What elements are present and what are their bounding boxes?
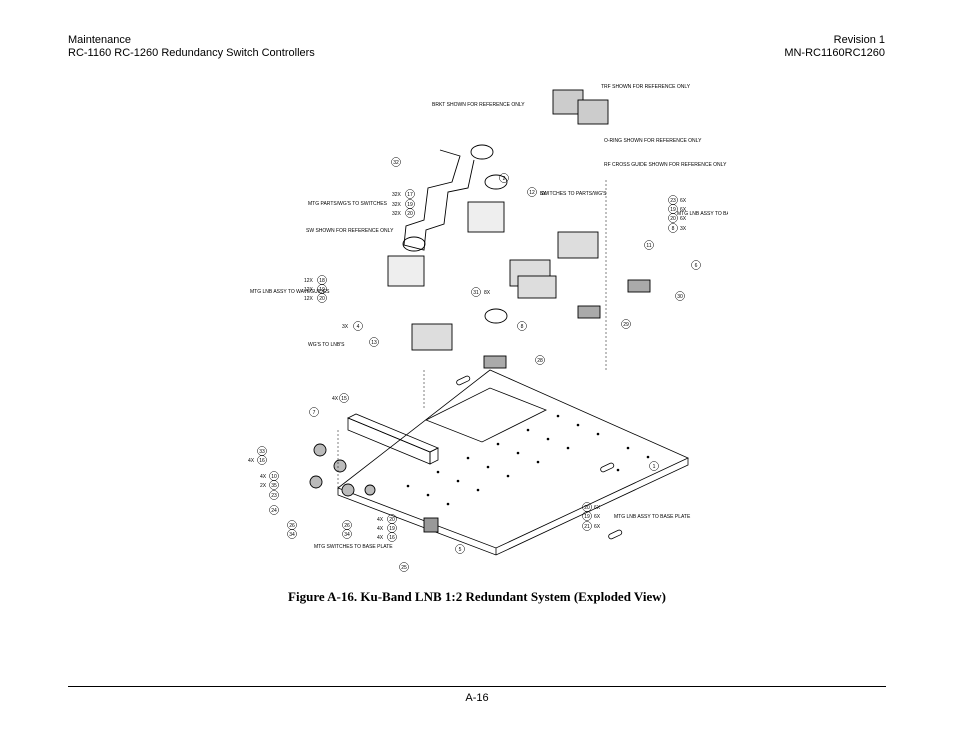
mtg-lnb-base-note-top: MTG LNB ASSY TO BASE PLATE xyxy=(677,211,728,217)
qty-6x-a: 6X xyxy=(680,198,687,204)
trf-note: TRF SHOWN FOR REFERENCE ONLY xyxy=(601,84,691,90)
qty-6x-c: 6X xyxy=(680,216,687,222)
qty-6x-f: 6X xyxy=(594,524,601,530)
callout-8b: 8 xyxy=(521,324,524,330)
qty-6x-d: 6X xyxy=(594,505,601,511)
callout-4: 4 xyxy=(357,324,360,330)
callout-32: 32 xyxy=(393,160,399,166)
callout-18: 18 xyxy=(319,278,325,284)
callout-34b: 34 xyxy=(344,532,350,538)
callout-11: 11 xyxy=(646,243,651,249)
base-plate-cutout xyxy=(425,387,547,443)
waveguide-bend xyxy=(403,149,475,251)
qty-12x-c: 12X xyxy=(304,296,314,302)
annotations: TRF SHOWN FOR REFERENCE ONLY BRKT SHOWN … xyxy=(250,84,728,550)
sw-shown-note: SW SHOWN FOR REFERENCE ONLY xyxy=(306,228,394,234)
callout-19a: 19 xyxy=(407,202,413,208)
callout-34: 34 xyxy=(289,532,295,538)
callout-8: 8 xyxy=(672,226,675,232)
qty-3x-a: 3X xyxy=(680,226,687,232)
lnb-unit xyxy=(411,323,453,351)
qty-12x-b: 12X xyxy=(304,287,314,293)
callout-2: 2 xyxy=(503,176,506,182)
qty-32x-c: 32X xyxy=(392,211,402,217)
brkt-note: BRKT SHOWN FOR REFERENCE ONLY xyxy=(432,102,525,108)
wgs-lnbs-note: WG'S TO LNB'S xyxy=(308,342,345,348)
page-number: A-16 xyxy=(465,692,489,704)
callout-16: 16 xyxy=(259,458,265,464)
callout-26: 26 xyxy=(289,523,295,529)
exploded-view-drawing: TRF SHOWN FOR REFERENCE ONLY BRKT SHOWN … xyxy=(228,70,728,582)
callout-26b: 26 xyxy=(344,523,350,529)
callout-20a: 20 xyxy=(407,211,413,217)
qty-4x-e: 4X xyxy=(377,526,384,532)
qty-32x-b: 32X xyxy=(392,202,402,208)
qty-4x-a: 4X xyxy=(332,396,339,402)
callout-22: 23 xyxy=(670,198,676,204)
mtg-lnb-base-note-bottom: MTG LNB ASSY TO BASE PLATE xyxy=(614,514,691,520)
switches-parts-note: SWITCHES TO PARTS/WG'S xyxy=(540,191,607,197)
mtg-parts-note: MTG PARTS/WG'S TO SWITCHES xyxy=(308,201,388,207)
callout-33: 33 xyxy=(259,449,265,455)
callout-5: 5 xyxy=(459,547,462,553)
mtg-switches-base-note: MTG SWITCHES TO BASE PLATE xyxy=(314,544,393,550)
callout-20e: 20 xyxy=(389,517,395,523)
callout-19d: 19 xyxy=(584,514,590,520)
qty-8x-b: 8X xyxy=(484,290,491,296)
callout-7: 7 xyxy=(313,410,316,416)
drawing-svg: TRF SHOWN FOR REFERENCE ONLY BRKT SHOWN … xyxy=(248,84,728,572)
callout-16b: 16 xyxy=(389,535,395,541)
callout-20b: 20 xyxy=(670,216,676,222)
revision-label: Revision 1 xyxy=(833,34,885,46)
oring-note: O-RING SHOWN FOR REFERENCE ONLY xyxy=(604,138,702,144)
qty-32x-a: 32X xyxy=(392,192,402,198)
header-right: Revision 1 MN-RC1160RC1260 xyxy=(784,34,885,60)
qty-6x-e: 6X xyxy=(594,514,601,520)
callout-numbers: 32 2 12 17 19 20 23 19 20 8 11 6 18 19 2… xyxy=(259,160,697,571)
qty-2x: 2X xyxy=(260,483,267,489)
callout-1: 1 xyxy=(653,464,656,470)
qty-6x-b: 6X xyxy=(680,207,687,213)
callout-25: 25 xyxy=(401,565,407,571)
callout-31: 31 xyxy=(473,290,479,296)
callout-10: 10 xyxy=(271,474,277,480)
qty-4x-f: 4X xyxy=(377,535,384,541)
callouts xyxy=(257,157,701,572)
document-title: RC-1160 RC-1260 Redundancy Switch Contro… xyxy=(68,47,315,59)
quantity-labels: 32X 32X 32X 8X 12X 12X 12X 8X 6X 6X 6X 3… xyxy=(248,191,687,541)
callout-17: 17 xyxy=(407,192,413,198)
callout-30: 30 xyxy=(677,294,683,300)
section-name: Maintenance xyxy=(68,34,131,46)
callout-28: 28 xyxy=(537,358,543,364)
callout-13: 13 xyxy=(371,340,377,346)
callout-24: 24 xyxy=(271,508,277,514)
qty-3x-b: 3X xyxy=(342,324,349,330)
rfguide-note: RF CROSS GUIDE SHOWN FOR REFERENCE ONLY xyxy=(604,162,727,168)
callout-6: 6 xyxy=(695,263,698,269)
callout-23: 23 xyxy=(271,493,277,499)
document-number: MN-RC1160RC1260 xyxy=(784,47,885,59)
header-left: Maintenance RC-1160 RC-1260 Redundancy S… xyxy=(68,34,315,60)
mtg-lnb-wg-note: MTG LNB ASSY TO WAVEGUIDES xyxy=(250,289,330,295)
callout-35: 35 xyxy=(271,483,277,489)
callout-19b: 19 xyxy=(670,207,676,213)
qty-8x: 8X xyxy=(540,191,547,197)
footer-rule xyxy=(68,686,886,687)
callout-12: 12 xyxy=(529,190,535,196)
qty-4x-c: 4X xyxy=(260,474,267,480)
qty-4x-b: 4X xyxy=(248,458,255,464)
callout-19c: 19 xyxy=(319,287,325,293)
callout-20c: 20 xyxy=(319,296,325,302)
qty-4x-d: 4X xyxy=(377,517,384,523)
qty-12x-a: 12X xyxy=(304,278,314,284)
callout-15: 15 xyxy=(341,396,347,402)
figure-caption: Figure A-16. Ku-Band LNB 1:2 Redundant S… xyxy=(288,589,666,604)
callout-19e: 19 xyxy=(389,526,395,532)
callout-29: 29 xyxy=(623,322,629,328)
waveguide-switch xyxy=(387,255,425,287)
callout-21: 21 xyxy=(584,524,590,530)
callout-20d: 20 xyxy=(584,505,590,511)
